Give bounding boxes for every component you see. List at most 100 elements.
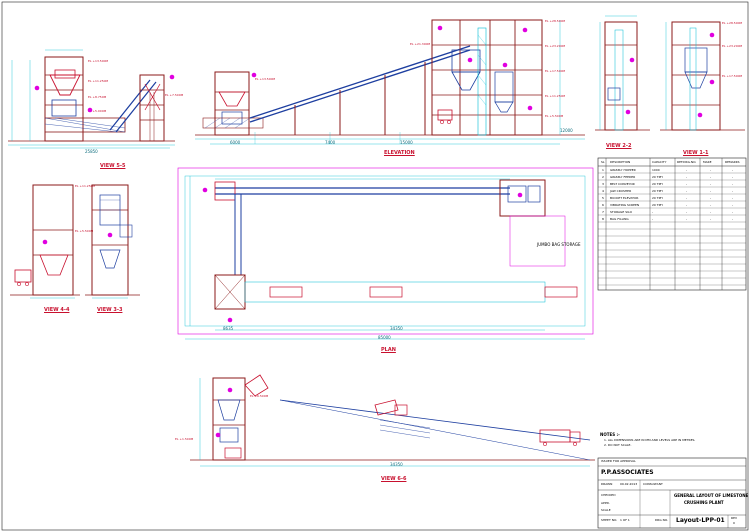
svg-text:EL +5.500M: EL +5.500M — [75, 229, 94, 233]
svg-text:EL +23.200M: EL +23.200M — [722, 44, 743, 48]
legend-cell: BELT CONVEYOR — [610, 182, 635, 186]
legend-cell: - — [686, 168, 688, 172]
notes-title: NOTES :- — [600, 432, 620, 437]
rev-value: 0 — [733, 521, 735, 525]
issued-for-label: ISSUED FOR APPROVAL — [601, 459, 636, 463]
view-3-3-drawing — [85, 184, 140, 299]
legend-cell: 4 — [602, 189, 604, 193]
svg-text:EL +6.500M: EL +6.500M — [250, 394, 269, 398]
elevation-dimension-1: 6000 — [230, 140, 241, 145]
legend-cell: - — [732, 217, 734, 221]
legend-cell: 3 — [602, 182, 604, 186]
legend-header-capacity: CAPACITY — [652, 160, 667, 164]
legend-cell: - — [732, 175, 734, 179]
sheet-no-label: SHEET NO. — [601, 518, 618, 522]
legend-cell: - — [652, 217, 654, 221]
view-5-5-drawing: EL +13.500M EL +11.250M EL +8.750M EL +5… — [8, 49, 184, 149]
legend-cell: BUCKET ELEVATOR — [610, 196, 639, 200]
elevation-dimension-4: 15000 — [400, 140, 413, 145]
legend-cell: - — [710, 189, 712, 193]
plan-sub-dimension-2: 34350 — [390, 326, 403, 331]
view-1-1-drawing: EL +28.500M EL +23.200M EL +17.500M — [660, 21, 745, 131]
legend-cell: 7 — [602, 210, 604, 214]
svg-text:EL +11.250M: EL +11.250M — [75, 184, 96, 188]
svg-text:EL +28.500M: EL +28.500M — [545, 19, 566, 23]
view55-total-dimension: 25850 — [85, 149, 98, 154]
legend-cell: 20 TPH — [652, 175, 663, 179]
drawing-title-line-2: CRUSHING PLANT — [684, 500, 724, 505]
svg-text:EL +21.300M: EL +21.300M — [410, 42, 431, 46]
legend-header-ref: REF.DRG.NO. — [677, 160, 697, 164]
view-2-2-label: VIEW 2-2 — [606, 143, 632, 149]
view66-total-dimension: 34350 — [390, 462, 403, 467]
legend-cell: - — [732, 203, 734, 207]
view-1-1-label: VIEW 1-1 — [683, 150, 709, 156]
legend-cell: - — [710, 196, 712, 200]
legend-cell: 20 TPH — [652, 196, 663, 200]
legend-cell: - — [710, 175, 712, 179]
jumbo-bag-storage-label: JUMBO BAG STORAGE — [537, 242, 581, 247]
note-1: 1. ALL DIMENSIONS ARE IN MM AND LEVELS A… — [604, 438, 696, 442]
legend-cell: - — [686, 175, 688, 179]
legend-cell: - — [686, 189, 688, 193]
date-value: 09.02.2013 — [620, 482, 638, 486]
legend-cell: - — [686, 182, 688, 186]
svg-text:EL +28.500M: EL +28.500M — [722, 21, 743, 25]
legend-header-remarks: REMARKS — [725, 160, 740, 164]
svg-text:EL +5.000M: EL +5.000M — [88, 109, 107, 113]
legend-header-description: DESCRIPTION — [610, 160, 631, 164]
svg-text:EL +13.500M: EL +13.500M — [88, 59, 109, 63]
equipment-legend-table — [597, 157, 747, 291]
elevation-dimension-3: 7400 — [325, 140, 336, 145]
view-4-4-label: VIEW 4-4 — [44, 307, 70, 313]
svg-text:EL +17.500M: EL +17.500M — [545, 69, 566, 73]
legend-cell: - — [686, 203, 688, 207]
legend-cell: 8 — [602, 217, 604, 221]
legend-cell: - — [710, 168, 712, 172]
legend-cell: 6 — [602, 203, 604, 207]
svg-text:EL +5.500M: EL +5.500M — [545, 114, 564, 118]
legend-cell: - — [732, 196, 734, 200]
scale-label: SCALE — [601, 508, 611, 512]
drg-no-label: DRG NO. — [655, 518, 669, 522]
drawn-label: DRAWN — [601, 482, 613, 486]
svg-text:EL +1.500M: EL +1.500M — [175, 437, 194, 441]
view-2-2-drawing — [595, 15, 650, 131]
view-3-3-label: VIEW 3-3 — [97, 307, 123, 313]
legend-cell: 2 — [602, 175, 604, 179]
drawing-title-line-1: GENERAL LAYOUT OF LIMESTONE — [674, 493, 749, 498]
plan-drawing — [177, 167, 594, 340]
sheet-no-value: 1 OF 1 — [620, 518, 630, 522]
svg-text:EL +11.250M: EL +11.250M — [545, 94, 566, 98]
note-2: 2. DO NOT SCALE. — [604, 443, 632, 447]
legend-cell: 5 — [602, 196, 604, 200]
legend-cell: - — [732, 168, 734, 172]
legend-header-make: MAKE — [703, 160, 712, 164]
view-6-6-drawing: EL +6.500M EL +1.500M — [175, 374, 595, 467]
approved-label: APPD. — [601, 501, 610, 505]
checked-label: CHECKED — [601, 493, 616, 497]
legend-cell: JAW CRUSHER — [610, 189, 632, 193]
title-block-frame — [597, 457, 747, 529]
plan-sub-dimension-1: 8635 — [223, 326, 234, 331]
legend-cell: BAG FILLING — [610, 217, 629, 221]
view-5-5-label: VIEW 5-5 — [100, 163, 126, 169]
legend-cell: 1 — [602, 168, 604, 172]
legend-cell: - — [686, 210, 688, 214]
elevation-drawing: EL +28.500M EL +23.200M EL +17.500M EL +… — [195, 19, 585, 145]
svg-text:EL +7.500M: EL +7.500M — [165, 93, 184, 97]
legend-cell: - — [652, 210, 654, 214]
legend-cell: 20 TPH — [652, 182, 663, 186]
legend-cell: - — [732, 210, 734, 214]
legend-cell: - — [732, 182, 734, 186]
legend-cell: - — [686, 196, 688, 200]
legend-cell: - — [710, 217, 712, 221]
drawing-number: Layout-LPP-01 — [676, 517, 725, 524]
plan-total-dimension: 85000 — [378, 335, 391, 340]
rev-label: REV — [731, 516, 738, 520]
svg-text:EL +13.500M: EL +13.500M — [255, 77, 276, 81]
company-name: P.P.ASSOCIATES — [601, 469, 654, 476]
legend-cell: GRIZZLY HOPPER — [610, 168, 636, 172]
plan-label: PLAN — [381, 347, 396, 353]
